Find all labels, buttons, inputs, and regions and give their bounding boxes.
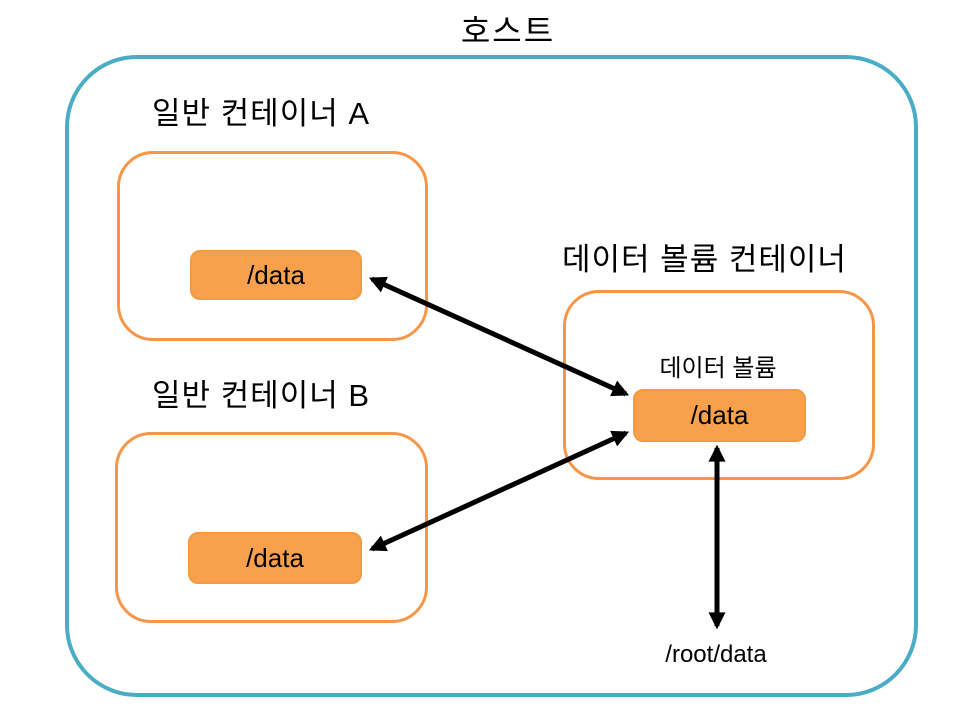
volume-data-path: /data: [690, 400, 749, 430]
host-label: 호스트: [460, 13, 556, 49]
container-a-data-path: /data: [247, 259, 305, 290]
container-a-label: 일반 컨테이너 A: [152, 96, 371, 131]
container-a-boundary: [117, 151, 428, 341]
container-a-data-chip: /data: [190, 250, 362, 300]
volume-container-boundary: [563, 290, 875, 480]
volume-container-label: 데이터 볼륨 컨테이너: [562, 242, 847, 277]
host-root-path: /root/data: [665, 641, 767, 668]
container-b-data-chip: /data: [188, 532, 362, 584]
data-volume-label: 데이터 볼륨: [659, 355, 777, 382]
volume-data-chip: /data: [633, 389, 806, 442]
container-b-data-path: /data: [246, 542, 304, 573]
container-b-label: 일반 컨테이너 B: [152, 378, 371, 413]
container-b-boundary: [115, 432, 428, 623]
host-boundary: [65, 55, 918, 697]
